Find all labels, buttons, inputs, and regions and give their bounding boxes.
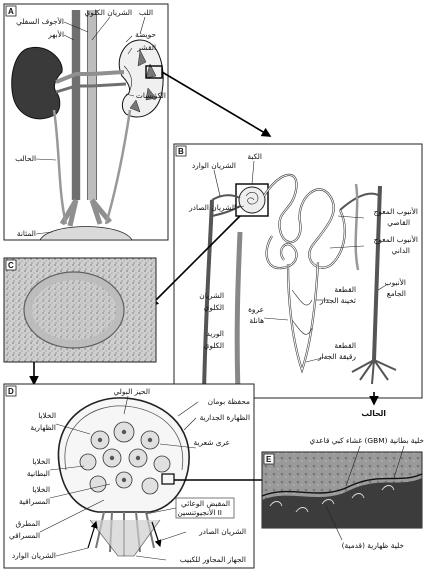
label-renal-artery-b-2: الكلوي	[204, 303, 224, 312]
label-ureter-b: الحالب	[361, 409, 386, 418]
label-podocyte: خلية ظهارية (قدمية)	[342, 541, 405, 550]
label-medulla: اللب	[139, 8, 153, 17]
label-endothelial-2: البطانية	[27, 469, 50, 478]
label-renal-artery-a: الشريان الكلوي	[85, 8, 133, 17]
label-mesangial-2: المسراقية	[19, 497, 50, 506]
panel-d: D الحيز البولي محفظة بومان الظهارة الجدا…	[4, 384, 254, 568]
label-angiotensin-1: المقبض الوعائي	[181, 499, 230, 508]
panel-d-letter: D	[8, 387, 14, 396]
label-proximal-2: الداني	[392, 246, 410, 255]
label-matrix-2: المسراقي	[9, 531, 40, 540]
label-bladder: المثانة	[17, 229, 36, 238]
label-matrix-1: المطرق	[16, 519, 40, 528]
label-thin-2: رقيقة الجدار	[317, 352, 356, 361]
label-bowman: محفظة بومان	[208, 397, 250, 406]
panel-e-letter: E	[266, 455, 272, 464]
label-endothelial-1: الخلايا	[32, 457, 50, 466]
label-calyces: الكؤيسات	[136, 91, 166, 100]
label-collecting-1: الأنبوب	[385, 278, 406, 287]
label-aorta: الأبهر	[47, 30, 64, 39]
label-renal-artery-b-1: الشريان	[199, 291, 224, 300]
label-epithelial-1: الخلايا	[38, 411, 56, 420]
label-capillary-loops-1: عرى شعرية	[194, 438, 230, 447]
label-thin-1: القطعة	[334, 341, 356, 350]
label-cortex: القشر	[136, 43, 156, 52]
panel-b-letter: B	[178, 147, 184, 156]
label-distal-1: الأنبوب المعوج	[374, 207, 418, 216]
label-distal-2: القاصي	[387, 218, 410, 227]
label-afferent-b: الشريان الوارد	[192, 161, 236, 170]
label-jga: الجهاز المجاور للكبيب	[180, 555, 246, 564]
label-thick-2: ثخينة الجدار	[319, 296, 356, 305]
panel-c-letter: C	[8, 261, 14, 270]
label-angiotensin-2: الأنجيوتنسين II	[177, 508, 222, 517]
panel-e: E غشاء كبي قاعدي (GBM) خلية بطانية خلية …	[262, 436, 424, 550]
label-ureter-a: الحالب	[15, 154, 36, 163]
label-afferent-d: الشريان الوارد	[12, 551, 56, 560]
label-proximal-1: الأنبوب المعوج	[374, 235, 418, 244]
label-ivc: الأجوف السفلي	[16, 17, 64, 26]
label-thick-1: القطعة	[334, 285, 356, 294]
label-renal-vein-1: الوريد	[206, 329, 224, 338]
panel-c: C	[4, 258, 156, 362]
label-efferent-b: الشريان الصادر	[188, 203, 236, 212]
label-urinary-space: الحيز البولي	[114, 387, 151, 396]
left-kidney	[12, 47, 62, 118]
panel-b: B الكبة الشريان الوارد	[174, 144, 422, 398]
label-pyramid: حويضة	[135, 30, 156, 39]
panel-a-letter: A	[8, 7, 14, 16]
label-loop-2: هانلة	[249, 316, 264, 325]
label-gbm: غشاء كبي قاعدي (GBM) خلية بطانية	[310, 436, 425, 445]
label-efferent-d: الشريان الصادر	[198, 527, 246, 536]
label-mesangial-1: الخلايا	[32, 485, 50, 494]
label-renal-vein-2: الكلوي	[204, 341, 224, 350]
panel-a: A الشريان الكلوي الأجوف السفلي الأبهر ال…	[4, 4, 168, 240]
panel-a-frame	[4, 4, 168, 240]
label-collecting-2: الجامع	[387, 289, 406, 298]
bowman-capsule	[58, 398, 189, 512]
label-loop-1: عروة	[248, 305, 264, 314]
label-parietal-epi: الظهارة الجدارية	[200, 413, 250, 422]
label-epithelial-2: الظهارية	[30, 423, 56, 432]
label-glomerulus: الكبة	[247, 152, 262, 161]
